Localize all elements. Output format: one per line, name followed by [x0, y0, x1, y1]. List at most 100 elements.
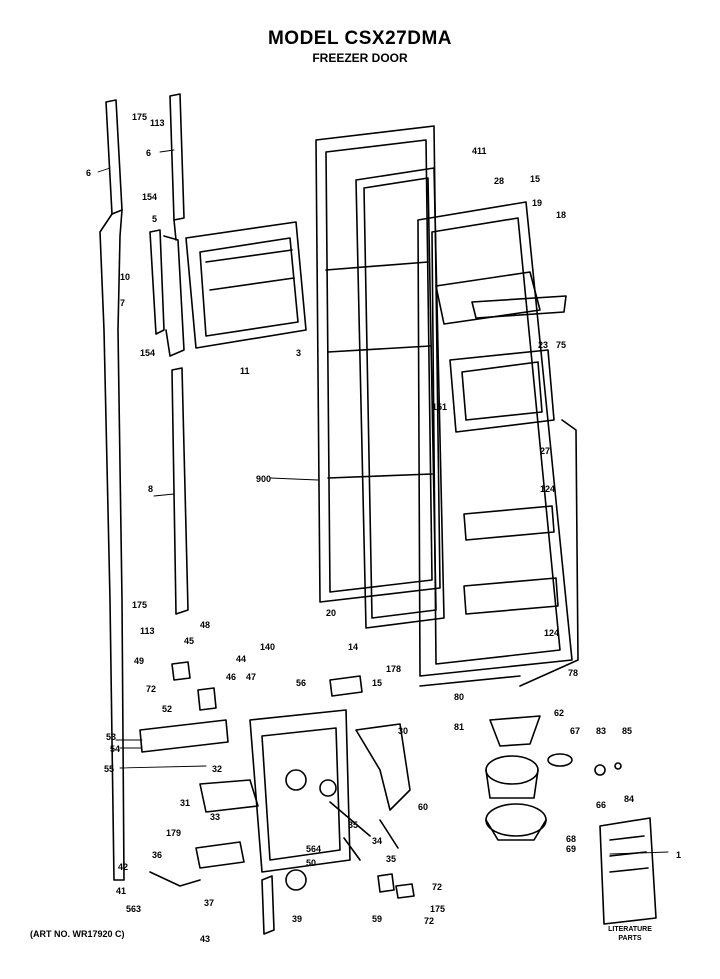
auger-housing: [485, 803, 547, 841]
door-shelf-lower: [463, 577, 559, 615]
callout-label: 15: [530, 174, 540, 184]
dispenser-cover-strip: [139, 719, 229, 753]
gasket-frame: [355, 167, 445, 629]
callout-label: 563: [126, 904, 141, 914]
callout-label: 37: [204, 898, 214, 908]
callout-label: 67: [570, 726, 580, 736]
hinge-strip-bottom: [171, 367, 189, 615]
callout-label: 83: [596, 726, 606, 736]
callout-label: 113: [150, 118, 165, 128]
callout-label: 81: [454, 722, 464, 732]
callout-label: 23: [538, 340, 548, 350]
ice-chute: [489, 715, 541, 747]
callout-label: 72: [424, 916, 434, 926]
callout-label: 154: [140, 348, 155, 358]
callout-label: 175: [132, 112, 147, 122]
callout-label: 68: [566, 834, 576, 844]
callout-label: 78: [568, 668, 578, 678]
callout-label: 72: [146, 684, 156, 694]
callout-label: 53: [106, 732, 116, 742]
diagram-title: MODEL CSX27DMA: [267, 28, 452, 49]
callout-label: 42: [118, 862, 128, 872]
callout-label: 113: [140, 626, 155, 636]
door-gasket-strip: [99, 99, 125, 881]
callout-label: 30: [398, 726, 408, 736]
callout-label: 151: [432, 402, 447, 412]
callout-label: 175: [132, 600, 147, 610]
callout-label: 56: [296, 678, 306, 688]
callout-label: 6: [86, 168, 91, 178]
mounting-bracket-plate: [185, 221, 307, 349]
callout-label: 20: [326, 608, 336, 618]
door-handle: [149, 229, 185, 357]
callout-label: 85: [622, 726, 632, 736]
callout-label: 52: [162, 704, 172, 714]
callout-label: 564: [306, 844, 321, 854]
callout-label: 124: [540, 484, 555, 494]
leader-lines: [97, 149, 669, 855]
callout-label: 6: [146, 148, 151, 158]
callout-label: 18: [556, 210, 566, 220]
callout-label: 45: [184, 636, 194, 646]
callout-label: 411: [472, 146, 487, 156]
callout-label: 41: [116, 886, 126, 896]
inner-door-liner: [417, 201, 573, 677]
dispenser-lever: [355, 723, 411, 811]
callout-label: 35: [386, 854, 396, 864]
callout-label: 900: [256, 474, 271, 484]
callout-label: 11: [240, 366, 250, 376]
callout-label: 80: [454, 692, 464, 702]
literature-line-1: LITERATURE: [608, 926, 652, 933]
art-number: (ART NO. WR17920 C): [30, 929, 125, 939]
callout-label: 33: [210, 812, 220, 822]
callout-label: 69: [566, 844, 576, 854]
literature-caption: LITERATURE PARTS: [598, 925, 662, 943]
callout-label: 27: [540, 446, 550, 456]
callout-label: 84: [624, 794, 634, 804]
motor-assembly: [485, 755, 539, 799]
callout-label: 39: [292, 914, 302, 924]
callout-label: 5: [152, 214, 157, 224]
callout-label: 60: [418, 802, 428, 812]
misc-small-parts: [149, 419, 622, 935]
callout-label: 50: [306, 858, 316, 868]
callout-label: 179: [166, 828, 181, 838]
callout-label: 154: [142, 192, 157, 202]
callout-label: 55: [104, 764, 114, 774]
hinge-strip-top: [169, 93, 185, 241]
callout-label: 19: [532, 198, 542, 208]
callout-label: 66: [596, 800, 606, 810]
callout-label: 178: [386, 664, 401, 674]
callout-label: 1: [676, 850, 681, 860]
callout-label: 10: [120, 272, 130, 282]
callout-label: 3: [296, 348, 301, 358]
callout-label: 59: [372, 914, 382, 924]
callout-labels: 175 113 6 6 154 5 10 7 154 11 3 411 28 1…: [86, 112, 681, 944]
callout-label: 46: [226, 672, 236, 682]
callout-label: 48: [200, 620, 210, 630]
callout-label: 34: [372, 836, 382, 846]
callout-label: 8: [148, 484, 153, 494]
literature-book: [599, 817, 657, 925]
callout-label: 62: [554, 708, 564, 718]
door-shelf-upper: [463, 505, 555, 541]
callout-label: 28: [494, 176, 504, 186]
callout-label: 35: [348, 820, 358, 830]
outer-door-panel: [315, 125, 441, 603]
diagram-subtitle: FREEZER DOOR: [312, 51, 408, 65]
callout-label: 32: [212, 764, 222, 774]
callout-label: 72: [432, 882, 442, 892]
callout-label: 7: [120, 298, 125, 308]
callout-label: 36: [152, 850, 162, 860]
dispenser-housing: [199, 709, 351, 873]
callout-label: 44: [236, 654, 246, 664]
callout-label: 49: [134, 656, 144, 666]
literature-line-2: PARTS: [618, 935, 642, 942]
callout-label: 31: [180, 798, 190, 808]
callout-label: 140: [260, 642, 275, 652]
callout-label: 47: [246, 672, 256, 682]
callout-label: 54: [110, 744, 120, 754]
callout-label: 43: [200, 934, 210, 944]
callout-label: 14: [348, 642, 358, 652]
